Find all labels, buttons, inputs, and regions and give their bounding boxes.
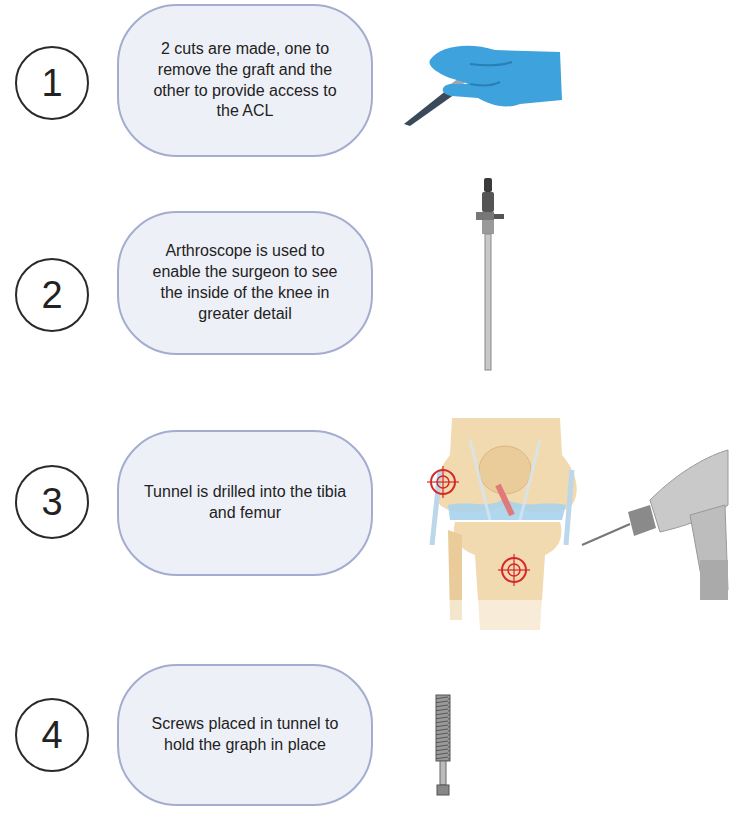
step-number: 1 [15, 46, 89, 120]
interference-screw [436, 695, 450, 795]
step-box: Arthroscope is used to enable the surgeo… [117, 211, 373, 355]
step-number: 3 [15, 465, 89, 539]
step-number: 2 [15, 258, 89, 332]
arthroscope [476, 178, 504, 370]
step-box: 2 cuts are made, one to remove the graft… [117, 4, 373, 157]
step-text: 2 cuts are made, one to remove the graft… [141, 39, 349, 122]
step-box: Screws placed in tunnel to hold the grap… [117, 664, 373, 806]
step-box: Tunnel is drilled into the tibia and fem… [117, 430, 373, 576]
step-number-text: 4 [41, 716, 62, 754]
scalpel-hand [404, 46, 562, 126]
step-text: Arthroscope is used to enable the surgeo… [141, 241, 349, 324]
step-text: Screws placed in tunnel to hold the grap… [141, 714, 349, 756]
knee-illustration [427, 418, 577, 630]
step-number-text: 1 [41, 64, 62, 102]
step-number: 4 [15, 698, 89, 772]
step-text: Tunnel is drilled into the tibia and fem… [141, 482, 349, 524]
step-number-text: 3 [41, 483, 62, 521]
surgical-drill [582, 450, 728, 600]
step-number-text: 2 [41, 276, 62, 314]
